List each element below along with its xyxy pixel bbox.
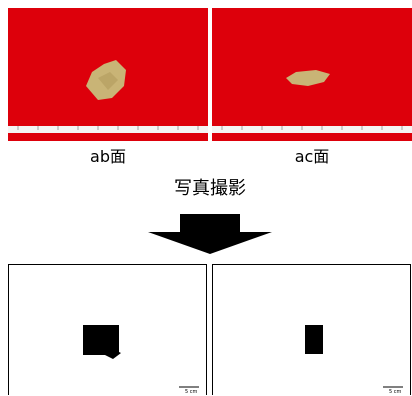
process-label: 写真撮影 [160,178,260,200]
silhouette-ab [83,325,121,359]
photo-ac-face [212,8,412,141]
caption-ac: ac面 [262,148,362,166]
silhouette-panel-ac: 5 cm [212,264,411,395]
down-arrow-icon [148,214,272,254]
silhouette-ac [305,325,323,354]
caption-ab: ab面 [58,148,158,166]
scale-label-ab: 5 cm [185,389,198,395]
silhouette-panel-ab: 5 cm [8,264,207,395]
scale-label-ac: 5 cm [389,389,402,395]
photo-ab-face [8,8,208,141]
